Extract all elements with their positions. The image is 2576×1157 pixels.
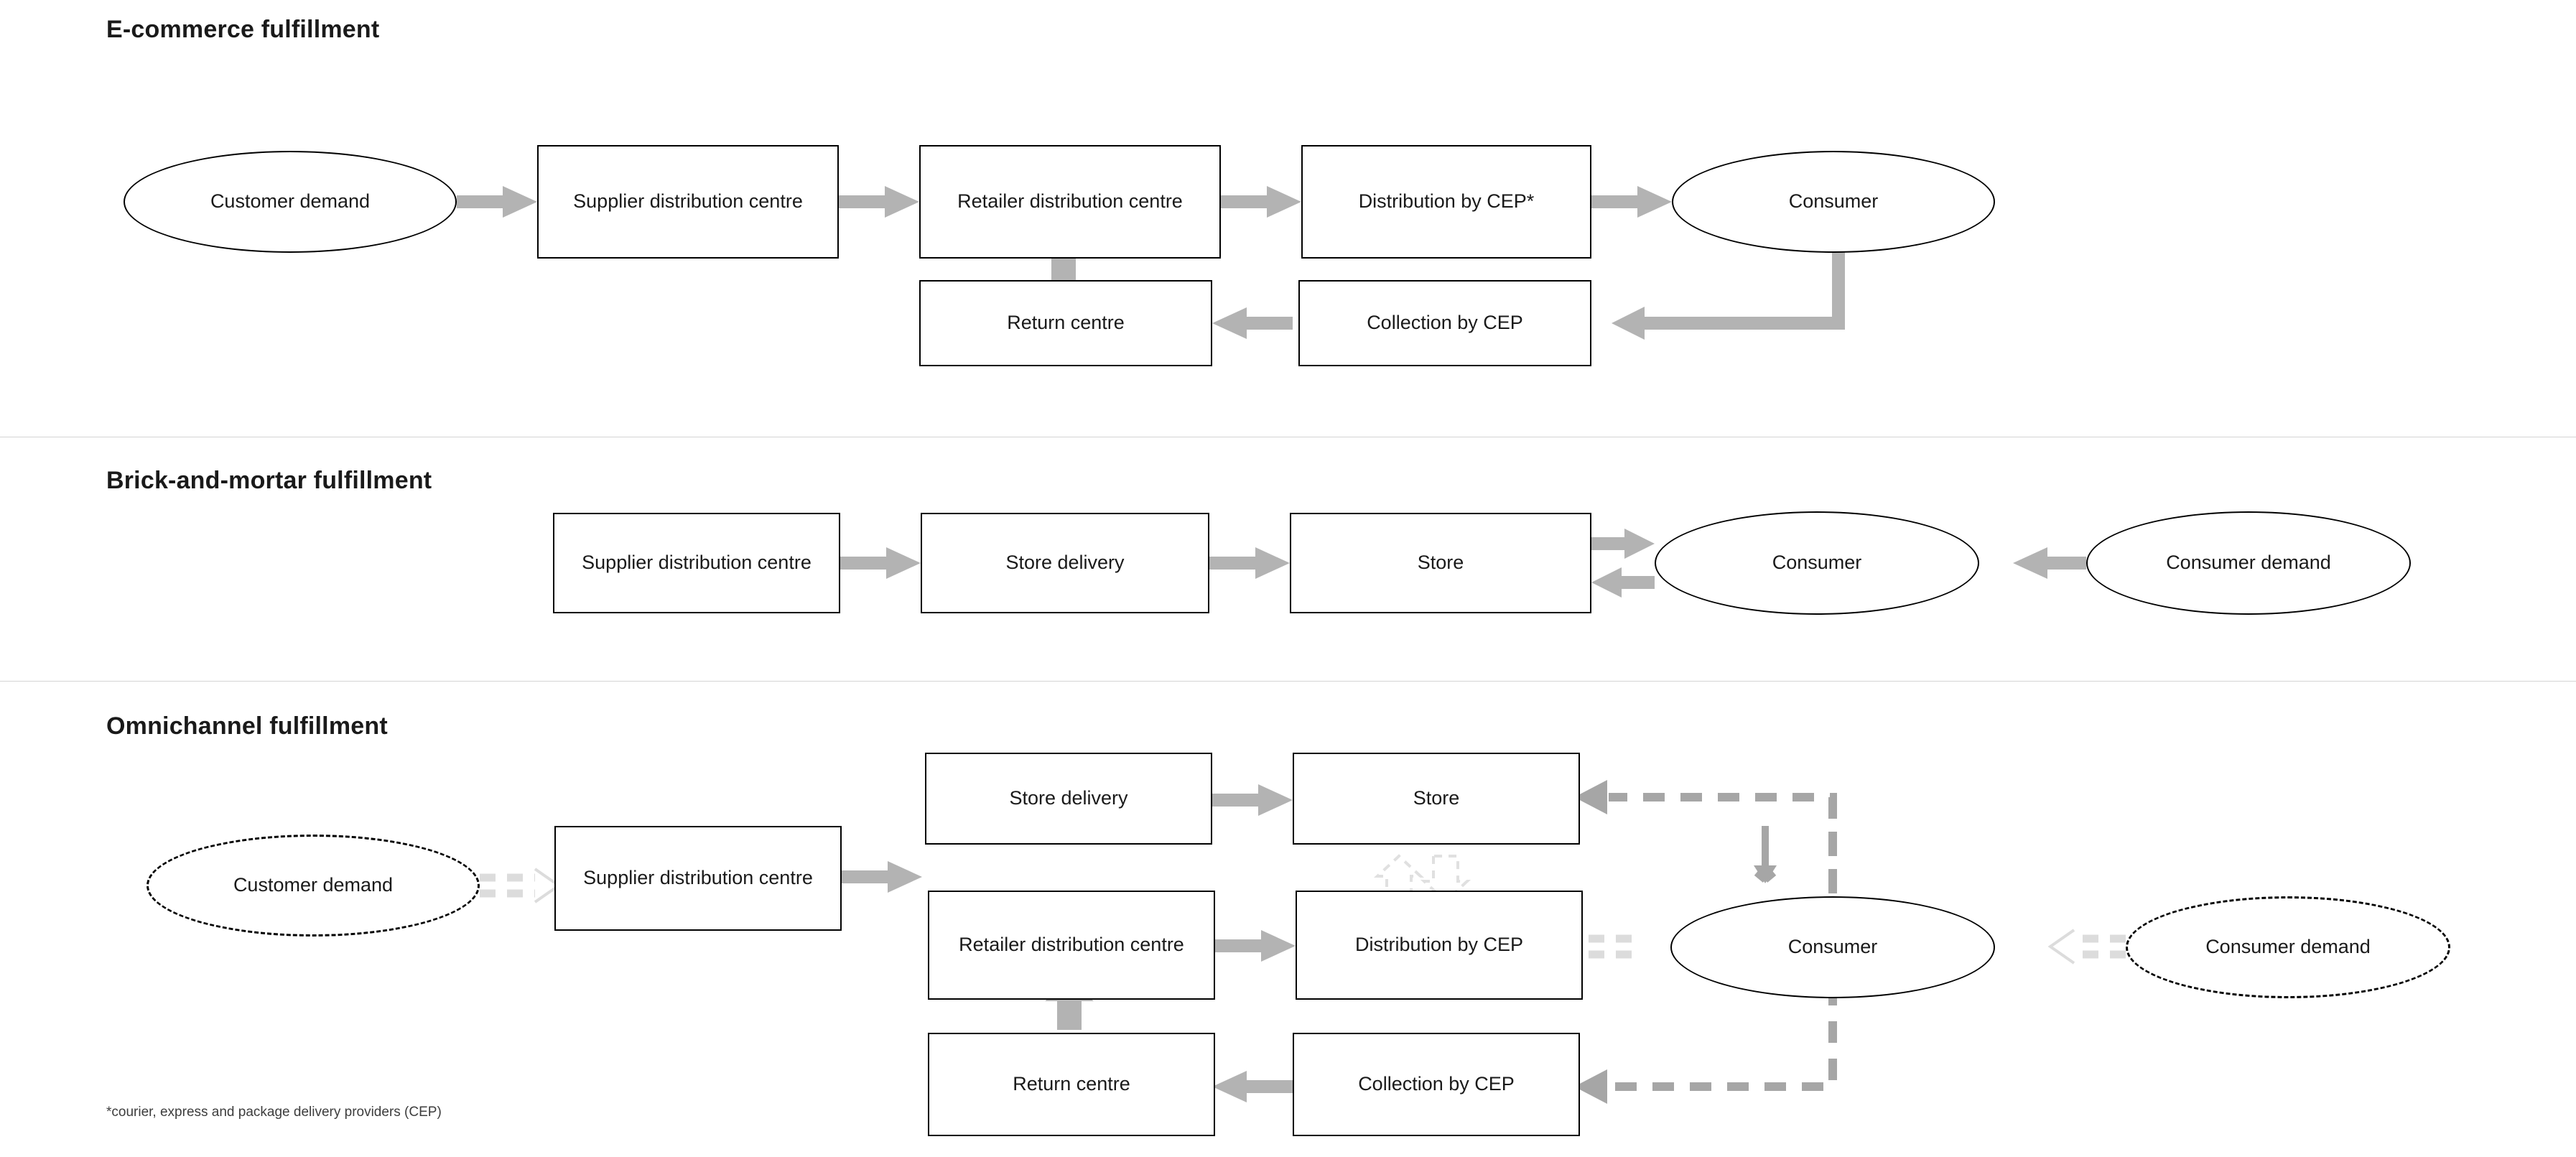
arrow-bm-supplier-to-storedelivery [840,547,921,579]
arrow-omni-consumer-to-store [1574,780,1837,891]
arrow-ecom-retailer-to-cep [1221,186,1301,218]
node-ecom-distribution-cep[interactable]: Distribution by CEP* [1301,145,1591,259]
section-title-ecommerce: E-commerce fulfillment [106,16,380,43]
arrow-omni-storedelivery-to-store [1212,784,1293,816]
node-ecom-retailer-dc[interactable]: Retailer distribution centre [919,145,1221,259]
section-title-brick-and-mortar: Brick-and-mortar fulfillment [106,467,432,494]
node-omni-retailer-dc[interactable]: Retailer distribution centre [928,891,1215,1000]
node-omni-collection-cep[interactable]: Collection by CEP [1293,1033,1580,1136]
node-bm-consumer[interactable]: Consumer [1655,511,1979,615]
divider-2 [0,681,2576,682]
node-bm-store[interactable]: Store [1290,513,1591,613]
arrow-bm-consumer-to-store [1591,567,1655,598]
node-ecom-supplier-dc[interactable]: Supplier distribution centre [537,145,839,259]
node-omni-store[interactable]: Store [1293,753,1580,845]
node-bm-consumer-demand[interactable]: Consumer demand [2086,511,2411,615]
node-omni-return-centre[interactable]: Return centre [928,1033,1215,1136]
arrow-omni-retailer-to-cep [1215,930,1296,962]
node-ecom-return-centre[interactable]: Return centre [919,280,1212,366]
arrow-bm-store-to-consumer [1591,529,1655,559]
node-omni-consumer[interactable]: Consumer [1670,896,1995,998]
arrow-ecom-supplier-to-retailer [839,186,919,218]
node-omni-store-delivery[interactable]: Store delivery [925,753,1212,845]
node-omni-customer-demand[interactable]: Customer demand [147,835,480,937]
node-omni-distribution-cep[interactable]: Distribution by CEP [1296,891,1583,1000]
arrow-bm-storedelivery-to-store [1209,547,1290,579]
arrow-omni-supplier-to-column [842,861,922,893]
arrow-ecom-cep-to-consumer [1591,186,1672,218]
node-bm-store-delivery[interactable]: Store delivery [921,513,1209,613]
arrow-omni-demand-to-supplier [480,868,562,903]
node-omni-supplier-dc[interactable]: Supplier distribution centre [554,826,842,931]
footnote-cep: *courier, express and package delivery p… [106,1105,442,1120]
node-ecom-collection-cep[interactable]: Collection by CEP [1298,280,1591,366]
node-ecom-consumer[interactable]: Consumer [1672,151,1995,253]
section-title-omnichannel: Omnichannel fulfillment [106,712,388,740]
arrow-bm-demand-to-consumer [2013,547,2086,579]
arrow-omni-demandR-to-consumer [2047,929,2126,965]
node-omni-consumer-demand[interactable]: Consumer demand [2126,896,2450,998]
arrow-omni-collection-to-return [1212,1071,1293,1102]
arrow-ecom-collection-to-return [1212,307,1293,339]
arrow-ecom-demand-to-supplier [457,186,537,218]
node-ecom-customer-demand[interactable]: Customer demand [124,151,457,253]
node-bm-supplier-dc[interactable]: Supplier distribution centre [553,513,840,613]
